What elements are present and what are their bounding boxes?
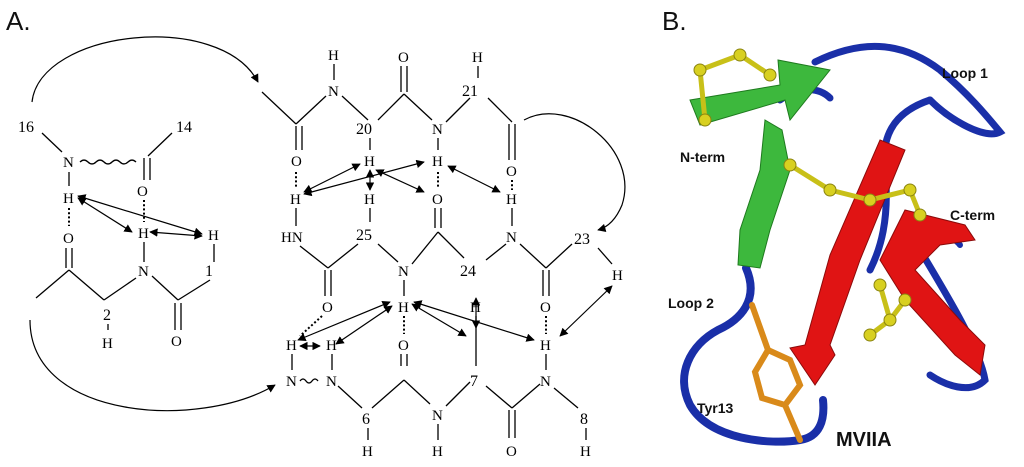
atom-h: H (472, 50, 483, 66)
loop2-coil (680, 264, 828, 446)
disulfide-bonds (693, 48, 927, 342)
panel-b-label: B. (662, 6, 687, 36)
atom-n: N (432, 122, 443, 138)
atom-n: N (286, 374, 297, 390)
residue-24: 24 (460, 263, 476, 280)
atom-h: H (208, 228, 219, 244)
tyr13-sidechain (749, 302, 804, 443)
residue-7: 7 (470, 373, 478, 390)
loop2-label: Loop 2 (668, 295, 714, 311)
residue-14: 14 (176, 119, 192, 136)
atom-h: H (138, 226, 149, 242)
green-strand-left (737, 119, 791, 269)
atom-o: O (291, 154, 302, 170)
right-sheet: H N 20 O N 21 H O O H H (261, 48, 623, 460)
atom-h: H (398, 300, 409, 316)
left-fragment: 16 14 N O H O H H N 2 H (18, 119, 219, 352)
atom-n: N (326, 374, 337, 390)
c-term-label: C-term (950, 207, 995, 223)
atom-o: O (398, 338, 409, 354)
residue-2: 2 (103, 307, 111, 324)
atom-h: H (580, 444, 591, 460)
atom-o: O (63, 231, 74, 247)
residue-1: 1 (205, 263, 213, 280)
atom-h: H (540, 338, 551, 354)
atom-h: H (612, 268, 623, 284)
atom-n: N (138, 264, 149, 280)
atom-n: N (540, 374, 551, 390)
atom-o: O (432, 192, 443, 208)
atom-h: H (432, 154, 443, 170)
arc-arrow-bottom-left (29, 319, 276, 412)
atom-n: N (328, 84, 339, 100)
loop1-label: Loop 1 (942, 65, 988, 81)
atom-n: N (506, 230, 517, 246)
residue-16: 16 (18, 119, 34, 136)
atom-n: N (63, 155, 74, 171)
atom-h: H (326, 338, 337, 354)
panel-a: A. 16 14 N O H O H H N (6, 6, 626, 460)
panel-a-label: A. (6, 6, 31, 36)
tyr13-label: Tyr13 (697, 400, 734, 416)
residue-6: 6 (362, 411, 370, 428)
atom-o: O (540, 300, 551, 316)
atom-h: H (432, 444, 443, 460)
atom-h: H (290, 192, 301, 208)
mviia-title: MVIIA (836, 429, 892, 451)
atom-h: H (506, 192, 517, 208)
atom-o: O (322, 300, 333, 316)
ribbon-structure (680, 43, 1006, 446)
atom-hn: HN (281, 230, 303, 246)
arc-arrow-top-left (31, 36, 259, 103)
atom-n: N (432, 408, 443, 424)
n-term-label: N-term (680, 149, 725, 165)
atom-h: H (364, 192, 375, 208)
panel-b: B. (662, 6, 1006, 451)
atom-h: H (63, 191, 74, 207)
residue-21: 21 (462, 83, 478, 100)
residue-23: 23 (574, 231, 590, 248)
atom-h: H (102, 336, 113, 352)
arc-arrow-right (523, 113, 626, 232)
atom-h: H (364, 154, 375, 170)
atom-h: H (362, 444, 373, 460)
residue-25: 25 (356, 227, 372, 244)
atom-n: N (398, 264, 409, 280)
atom-h: H (328, 48, 339, 64)
atom-o: O (171, 334, 182, 350)
green-strand-top (689, 59, 831, 126)
residue-8: 8 (580, 411, 588, 428)
atom-o: O (506, 164, 517, 180)
atom-h: H (286, 338, 297, 354)
atom-o: O (137, 184, 148, 200)
residue-20: 20 (356, 121, 372, 138)
atom-o: O (506, 444, 517, 460)
loop1-coil (811, 43, 1006, 138)
atom-o: O (398, 50, 409, 66)
red-strand-right (879, 209, 986, 376)
